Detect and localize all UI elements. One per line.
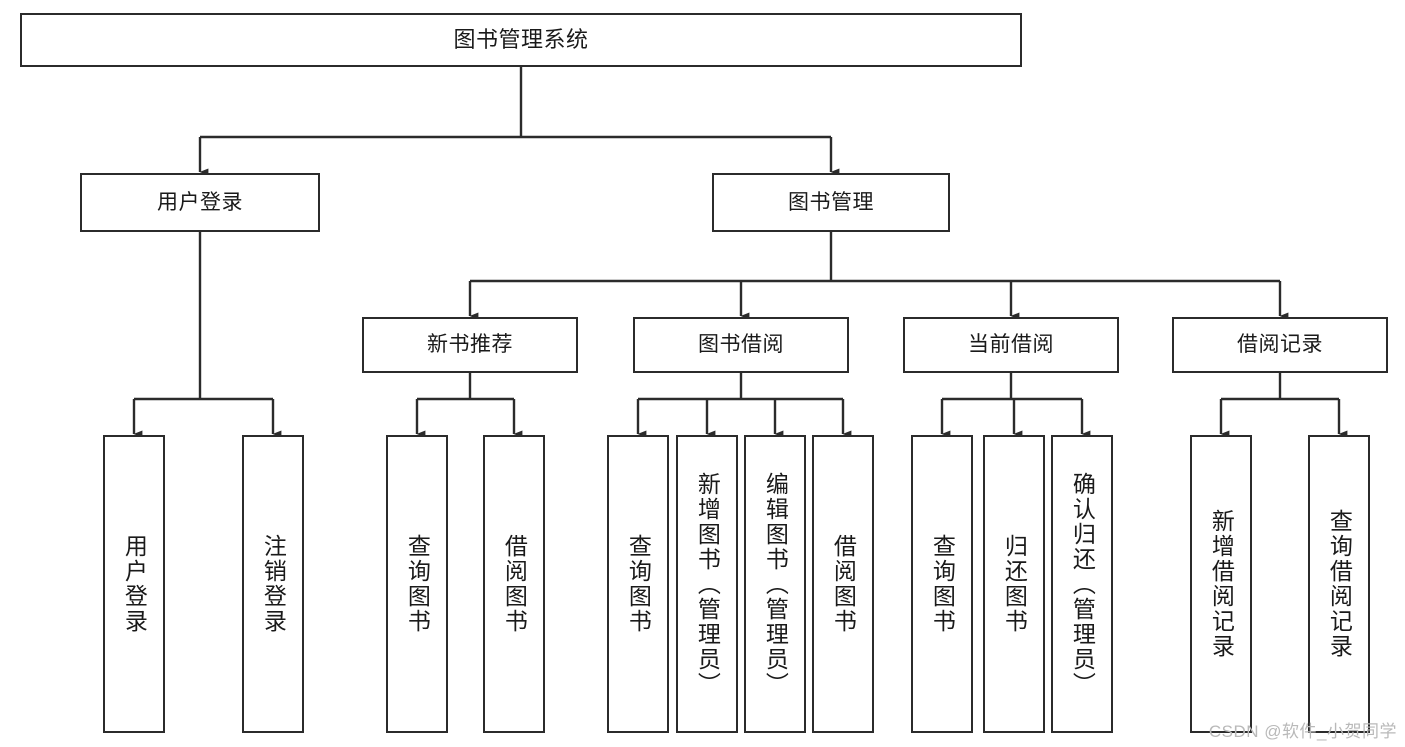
- node-root[interactable]: 图书管理系统: [20, 13, 1022, 67]
- node-leaf-borrow-2[interactable]: 借阅图书: [812, 435, 874, 733]
- node-book-manage[interactable]: 图书管理: [712, 173, 950, 232]
- node-label: 查询图书: [625, 534, 652, 634]
- node-leaf-return[interactable]: 归还图书: [983, 435, 1045, 733]
- node-label: 查询图书: [404, 534, 431, 634]
- node-current-borrow[interactable]: 当前借阅: [903, 317, 1119, 373]
- node-leaf-query-3[interactable]: 查询图书: [911, 435, 973, 733]
- node-leaf-logout[interactable]: 注销登录: [242, 435, 304, 733]
- node-leaf-user-login[interactable]: 用户登录: [103, 435, 165, 733]
- node-new-book-rec[interactable]: 新书推荐: [362, 317, 578, 373]
- node-label: 图书管理: [788, 190, 874, 214]
- node-leaf-add-book[interactable]: 新增图书（管理员）: [676, 435, 738, 733]
- node-user-login[interactable]: 用户登录: [80, 173, 320, 232]
- node-leaf-query-2[interactable]: 查询图书: [607, 435, 669, 733]
- node-leaf-add-rec[interactable]: 新增借阅记录: [1190, 435, 1252, 733]
- node-label: 编辑图书（管理员）: [762, 471, 789, 697]
- node-label: 新增借阅记录: [1208, 509, 1235, 659]
- node-label: 借阅记录: [1237, 333, 1323, 357]
- node-book-borrow[interactable]: 图书借阅: [633, 317, 849, 373]
- node-leaf-query-1[interactable]: 查询图书: [386, 435, 448, 733]
- node-label: 借阅图书: [501, 534, 528, 634]
- node-leaf-query-rec[interactable]: 查询借阅记录: [1308, 435, 1370, 733]
- node-leaf-edit-book[interactable]: 编辑图书（管理员）: [744, 435, 806, 733]
- node-label: 图书管理系统: [453, 26, 589, 52]
- node-label: 查询图书: [929, 534, 956, 634]
- node-label: 新增图书（管理员）: [694, 471, 721, 697]
- node-borrow-record[interactable]: 借阅记录: [1172, 317, 1388, 373]
- node-label: 当前借阅: [968, 333, 1054, 357]
- node-label: 用户登录: [121, 534, 148, 634]
- node-leaf-borrow-1[interactable]: 借阅图书: [483, 435, 545, 733]
- watermark-text: CSDN @软件_小贺同学: [1208, 722, 1397, 741]
- node-label: 注销登录: [260, 534, 287, 634]
- node-label: 查询借阅记录: [1326, 509, 1353, 659]
- node-label: 图书借阅: [698, 333, 784, 357]
- node-label: 确认归还（管理员）: [1069, 471, 1096, 697]
- edges: [132, 67, 1348, 438]
- node-leaf-confirm[interactable]: 确认归还（管理员）: [1051, 435, 1113, 733]
- node-label: 用户登录: [157, 190, 243, 214]
- node-label: 新书推荐: [427, 333, 513, 357]
- node-label: 借阅图书: [830, 534, 857, 634]
- node-label: 归还图书: [1001, 534, 1028, 634]
